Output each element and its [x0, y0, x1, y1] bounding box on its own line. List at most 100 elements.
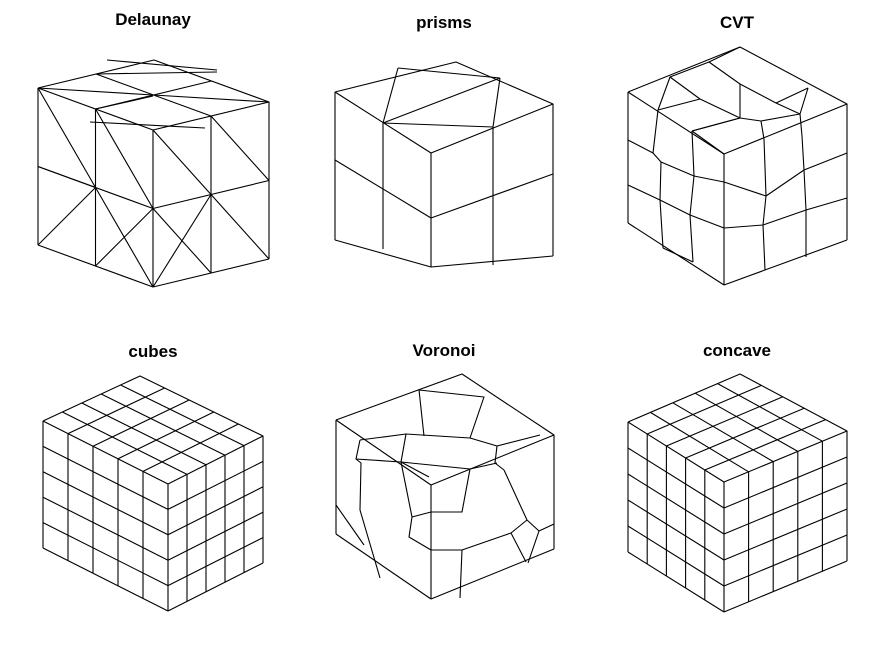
- cube-top-outline: [335, 373, 555, 486]
- mesh-edge: [37, 165, 96, 189]
- mesh-edge: [167, 460, 264, 510]
- mesh-edge: [400, 433, 407, 463]
- mesh-edge: [81, 402, 207, 466]
- mesh-edge: [775, 87, 809, 104]
- mesh-edge: [42, 445, 169, 510]
- mesh-edge: [717, 383, 823, 442]
- mesh-edge: [503, 469, 528, 563]
- mesh-edge: [167, 486, 264, 536]
- mesh-edge: [418, 389, 425, 437]
- mesh-edge: [411, 511, 432, 518]
- mesh-edge: [760, 87, 809, 122]
- mesh-edge: [627, 184, 661, 201]
- mesh-edge: [708, 46, 741, 63]
- cube-mesh-concave: [627, 373, 848, 613]
- mesh-edge: [62, 411, 188, 475]
- mesh-edge: [67, 387, 165, 435]
- mesh-edge: [685, 407, 805, 459]
- mesh-edge: [627, 525, 725, 587]
- mesh-edge: [100, 393, 226, 456]
- mesh-edge: [459, 549, 463, 599]
- cube-mesh-prisms: [334, 61, 554, 268]
- mesh-edge: [117, 411, 215, 460]
- mesh-edge: [627, 447, 725, 509]
- mesh-edge: [152, 208, 212, 274]
- mesh-edge: [210, 115, 270, 181]
- mesh-edge: [646, 384, 762, 435]
- mesh-edge: [106, 59, 218, 71]
- mesh-edge: [355, 439, 430, 478]
- mesh-edge: [167, 562, 264, 612]
- mesh-edge: [469, 437, 505, 471]
- mesh-edge: [627, 551, 725, 613]
- mesh-edge: [496, 434, 541, 447]
- mesh-edge: [723, 560, 848, 613]
- mesh-edge: [42, 471, 169, 536]
- panel-title-cvt: CVT: [720, 13, 754, 32]
- mesh-edge: [431, 468, 471, 513]
- mesh-edge: [627, 139, 654, 154]
- mesh-edge: [95, 95, 154, 110]
- mesh-edge: [400, 461, 498, 470]
- mesh-edge: [775, 102, 801, 115]
- mesh-edge: [657, 76, 671, 111]
- panel-title-delaunay: Delaunay: [115, 10, 191, 29]
- mesh-edge: [382, 67, 399, 124]
- mesh-edge: [167, 537, 264, 587]
- mesh-edge: [120, 384, 245, 447]
- mesh-edge: [397, 67, 501, 79]
- cube-mesh-voronoi: [335, 373, 555, 600]
- cube-top-outline: [334, 61, 554, 154]
- mesh-edge: [660, 161, 725, 183]
- panel-title-voronoi: Voronoi: [412, 341, 476, 360]
- mesh-edge: [382, 77, 501, 124]
- cube-mesh-delaunay: [37, 59, 270, 288]
- mesh-edge: [89, 121, 206, 129]
- mesh-edge: [801, 135, 807, 257]
- mesh-edge: [694, 392, 799, 452]
- mesh-edge: [739, 117, 762, 122]
- mesh-edge: [723, 482, 848, 535]
- mesh-edge: [430, 255, 554, 268]
- mesh-edge: [652, 109, 664, 249]
- mesh-edge: [723, 456, 848, 509]
- mesh-edge: [37, 187, 96, 246]
- mesh-edge: [167, 511, 264, 561]
- mesh-edge: [723, 197, 848, 229]
- cube-mesh-cubes: [42, 375, 264, 612]
- mesh-edge: [492, 77, 501, 128]
- mesh-edge: [691, 117, 741, 132]
- mesh-edge: [334, 239, 432, 268]
- cube-mesh-cvt: [627, 46, 848, 286]
- mesh-edge: [760, 120, 765, 140]
- mesh-edge: [355, 458, 381, 579]
- mesh-edge: [37, 87, 154, 96]
- mesh-edge: [704, 419, 826, 471]
- mesh-edge: [92, 399, 190, 447]
- mesh-edge: [799, 113, 803, 137]
- mesh-edge: [210, 194, 270, 260]
- mesh-edge: [42, 547, 169, 612]
- mesh-edge: [762, 138, 767, 271]
- mesh-edge: [431, 532, 512, 551]
- mesh-edge: [691, 130, 725, 155]
- mesh-edge: [95, 208, 154, 267]
- mesh-edge: [723, 181, 767, 197]
- mesh-edge: [153, 94, 270, 103]
- mesh-edge: [666, 396, 784, 447]
- panel-title-concave: concave: [702, 341, 772, 360]
- mesh-edge: [42, 522, 169, 587]
- mesh-edge: [627, 499, 725, 561]
- panel-title-cubes: cubes: [128, 342, 178, 361]
- mesh-edge: [526, 519, 540, 564]
- mesh-edge: [723, 239, 848, 286]
- mesh-edge: [723, 508, 848, 561]
- mesh-edge: [335, 533, 432, 600]
- mesh-edge: [430, 173, 554, 219]
- mesh-edge: [37, 87, 96, 188]
- mesh-edge: [430, 548, 555, 600]
- mesh-edge: [765, 152, 848, 197]
- mesh-edge: [672, 402, 774, 463]
